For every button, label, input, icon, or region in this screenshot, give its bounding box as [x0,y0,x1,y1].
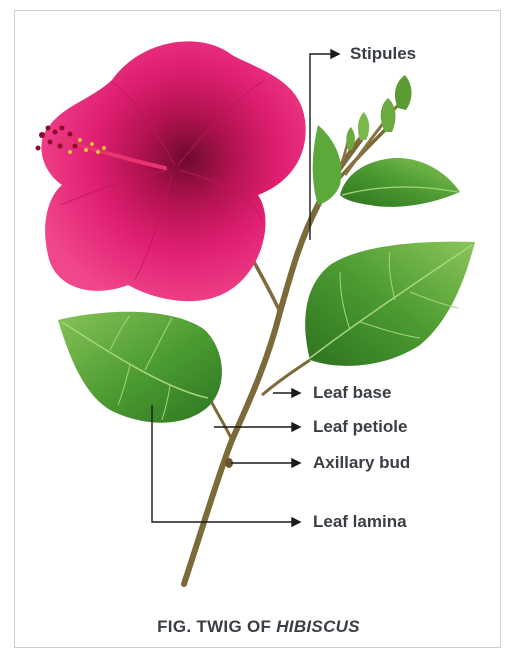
label-leaf-petiole: Leaf petiole [313,417,407,437]
leaf-lower-left [58,312,222,423]
caption-prefix: FIG. TWIG OF [157,617,271,636]
leaf-small [313,125,342,205]
buds [346,75,411,150]
label-stipules: Stipules [350,44,416,64]
label-axillary-bud: Axillary bud [313,453,410,473]
label-leaf-lamina: Leaf lamina [313,512,407,532]
caption-emphasis: HIBISCUS [276,617,360,636]
hibiscus-flower [36,41,306,301]
label-leaf-base: Leaf base [313,383,391,403]
leaf-right [305,242,475,366]
figure-caption: FIG. TWIG OF HIBISCUS [0,617,517,637]
leaf-upper [340,158,460,207]
